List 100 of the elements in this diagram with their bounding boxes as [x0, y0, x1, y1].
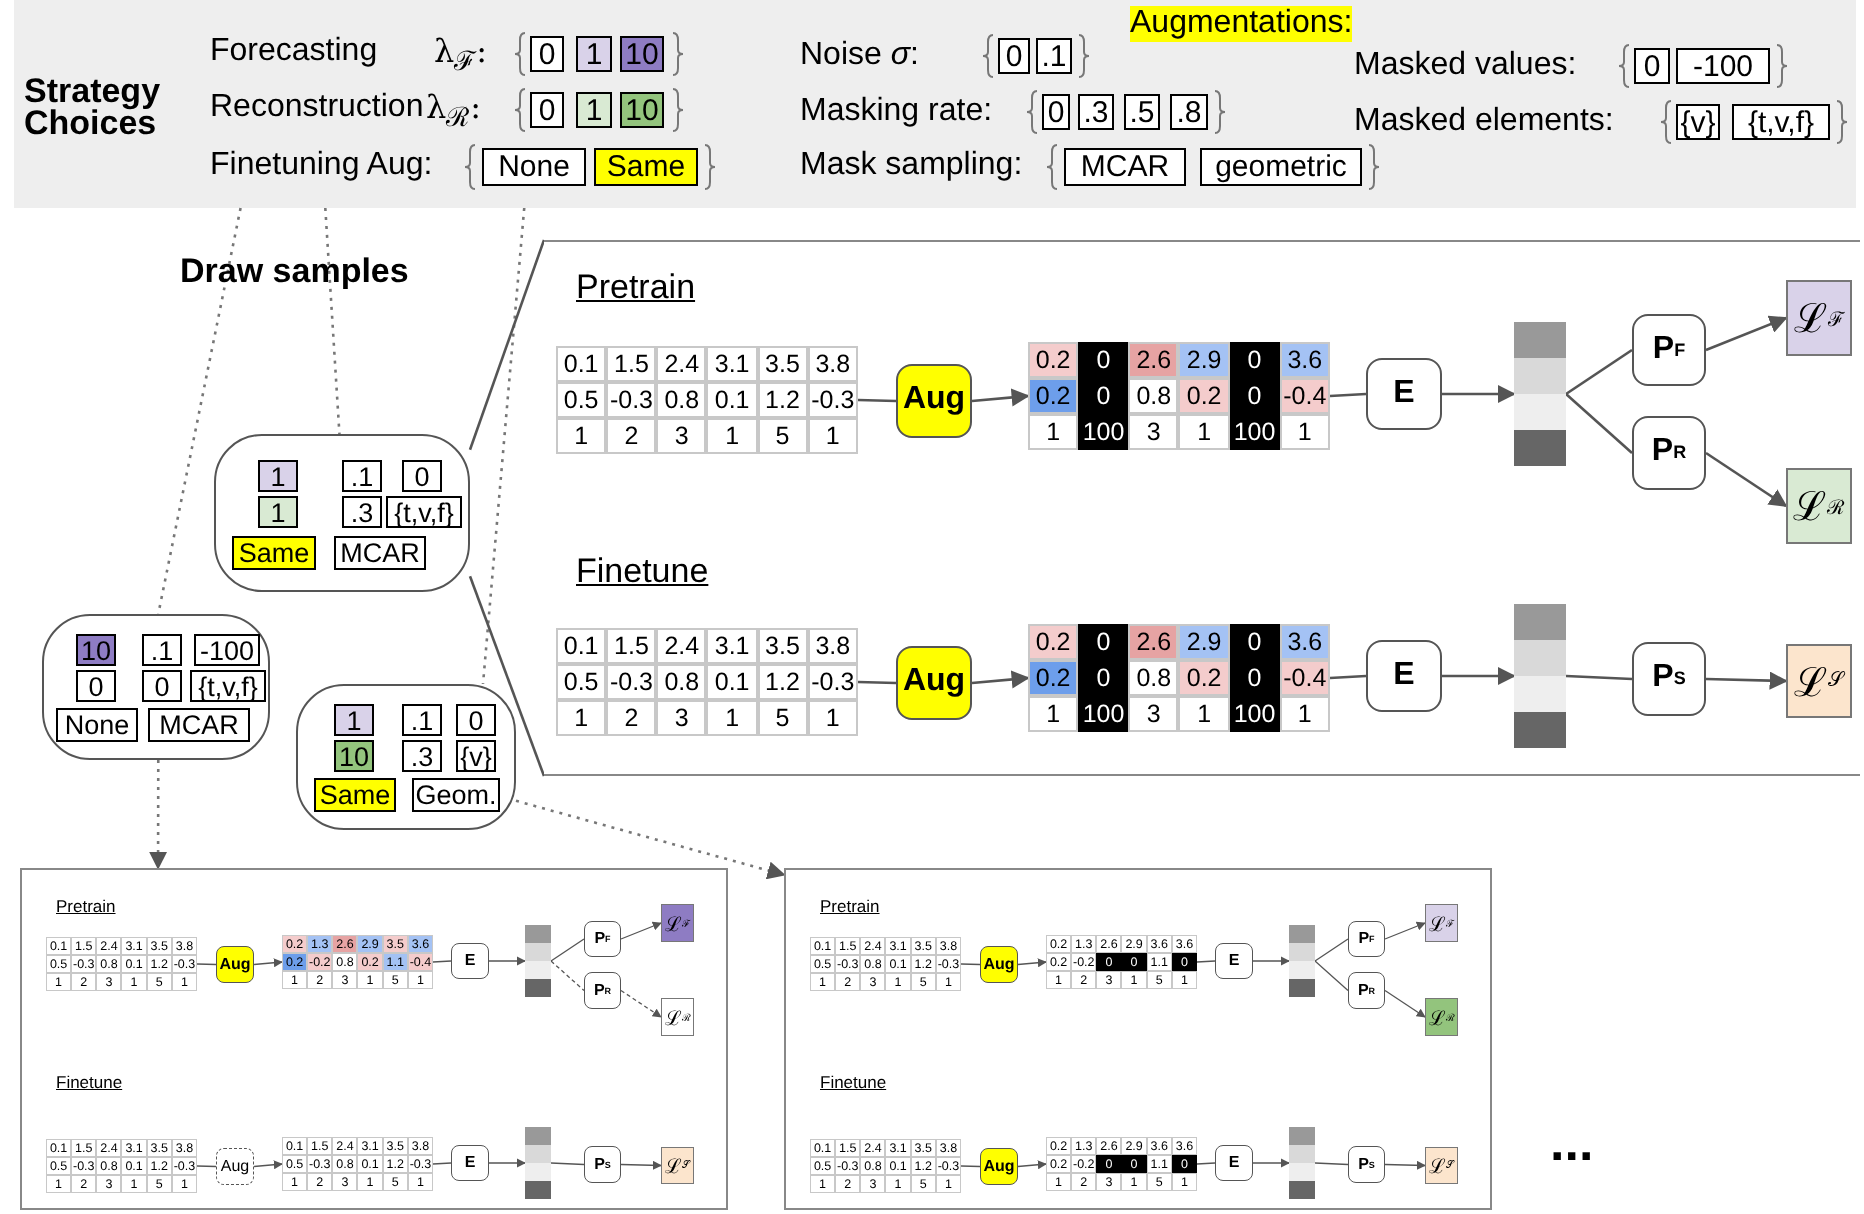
connector-line: [1383, 1160, 1425, 1170]
option-chip: None: [482, 148, 586, 186]
table-cell: 0.8: [1128, 377, 1179, 413]
option-chip: .1: [142, 634, 182, 666]
embedding-bar: [524, 925, 550, 997]
connector-line: [1313, 938, 1348, 962]
connector-line: [431, 960, 451, 963]
option-chip: 10: [334, 740, 374, 772]
connector-line: [1195, 1162, 1215, 1165]
option-label: Masked elements:: [1354, 104, 1614, 140]
option-chip: .1: [402, 704, 442, 736]
option-chip: 0: [530, 36, 564, 72]
table-cell: 1: [556, 699, 607, 735]
option-chip: 1: [258, 496, 298, 528]
option-chip: 0: [76, 670, 116, 702]
dotted-connector: [324, 207, 341, 435]
table-cell: 0.5: [556, 381, 607, 417]
section-heading: Finetune: [576, 551, 709, 591]
encoder-box: E: [1366, 357, 1442, 429]
data-table: [809, 937, 960, 991]
option-chip: 1: [258, 460, 298, 492]
table-cell: 0.8: [656, 381, 707, 417]
option-chip: Geom.: [412, 778, 500, 812]
connector-line: [468, 575, 546, 777]
option-chip: .1: [1036, 38, 1072, 74]
table-cell: 0: [1078, 659, 1129, 695]
table-cell: 3.8: [807, 627, 858, 663]
connector-line: [971, 669, 1030, 688]
table-cell: 100: [1078, 413, 1129, 449]
connector-line: [1329, 673, 1367, 679]
table-cell: 3.5: [757, 345, 808, 381]
table-cell: 1.2: [757, 663, 808, 699]
table-cell: 0.1: [556, 345, 607, 381]
table-cell: 100: [1078, 695, 1129, 731]
table-cell: 3.6: [1279, 341, 1330, 377]
table-cell: 2: [606, 417, 657, 453]
connector-line: [971, 387, 1030, 406]
sample-card: [42, 614, 270, 760]
connector-line: [619, 1160, 661, 1170]
section-heading: Pretrain: [819, 897, 879, 917]
embedding-bar: [1288, 925, 1314, 997]
table-cell: 0.1: [706, 381, 758, 417]
augmentation-box: Aug: [979, 1148, 1017, 1185]
table-cell: -0.4: [1279, 659, 1330, 695]
table-cell: 0: [1229, 623, 1280, 659]
table-cell: 100: [1229, 695, 1280, 731]
connector-line: [1705, 670, 1788, 689]
option-chip: .8: [1170, 94, 1208, 130]
connector-line: [549, 1162, 584, 1166]
connector-line: [1251, 956, 1289, 966]
option-chip: 0: [1042, 94, 1070, 130]
table-cell: -0.4: [1279, 377, 1330, 413]
connector-line: [1705, 314, 1788, 351]
table-cell: 0: [1078, 377, 1129, 413]
option-chip: MCAR: [1064, 148, 1186, 186]
option-chip: 10: [620, 36, 664, 72]
embedding-bar: [1288, 1127, 1314, 1199]
option-chip: 1: [576, 92, 612, 128]
ellipsis: ...: [1550, 1124, 1594, 1160]
data-table: [281, 1137, 432, 1191]
callout-panel: [784, 868, 1492, 1210]
data-table: [1045, 935, 1196, 989]
connector-line: [1016, 1160, 1046, 1170]
data-table: [1028, 623, 1330, 731]
option-chip: 0: [530, 92, 564, 128]
embedding-bar: [524, 1127, 550, 1199]
section-label: Augmentations:: [1130, 6, 1353, 42]
option-chip: 0: [142, 670, 182, 702]
connector-line: [1383, 921, 1425, 940]
option-label: Mask sampling:: [800, 148, 1023, 184]
table-cell: 1: [1279, 695, 1330, 731]
dotted-connector: [515, 799, 786, 880]
table-cell: -0.3: [807, 663, 858, 699]
table-cell: 3.1: [706, 345, 758, 381]
option-label: Masking rate:: [800, 94, 993, 130]
table-cell: 1: [706, 417, 758, 453]
connector-line: [252, 1160, 282, 1170]
connector-line: [431, 1162, 451, 1165]
option-chip: None: [56, 708, 138, 742]
table-cell: 1: [1279, 413, 1330, 449]
option-chip: 1: [576, 36, 612, 72]
table-cell: 2.6: [1128, 341, 1179, 377]
connector-line: [195, 1165, 216, 1168]
table-cell: 0: [1078, 341, 1129, 377]
option-chip: {t,v,f}: [1732, 104, 1830, 140]
table-cell: 1: [1028, 695, 1079, 731]
option-chip: Same: [594, 148, 698, 186]
option-label: Noise σ:: [800, 38, 919, 74]
parameter-symbol: λ$_{ℛ}$:: [426, 90, 482, 139]
option-chip: 1: [334, 704, 374, 736]
table-cell: 0: [1078, 623, 1129, 659]
encoder-box: E: [450, 1145, 488, 1181]
data-table: [809, 1139, 960, 1193]
connector-line: [195, 963, 216, 966]
option-chip: 10: [620, 92, 664, 128]
panel-title: Strategy Choices: [24, 76, 163, 140]
augmentation-box: Aug: [896, 645, 972, 719]
table-cell: 1: [1028, 413, 1079, 449]
parameter-symbol: λ$_{ℱ}$:: [434, 34, 488, 83]
section-heading: Pretrain: [576, 267, 696, 307]
